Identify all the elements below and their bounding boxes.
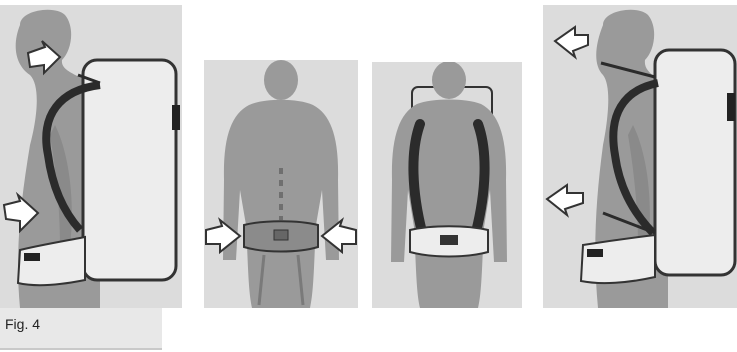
panel-side-view-loose <box>0 5 182 308</box>
panel-side-view-adjusted <box>543 5 737 308</box>
figure-caption: Fig. 4 <box>5 316 40 332</box>
panel-rear-view-hip-belt <box>204 60 358 308</box>
backpack-adjusted-side-view-illustration <box>543 5 737 308</box>
shoulder-straps-rear-view-illustration <box>372 62 522 308</box>
backpack-side-view-illustration <box>0 5 182 308</box>
hip-belt-rear-view-illustration <box>204 60 358 308</box>
panel-rear-view-shoulder-straps <box>372 62 522 308</box>
figure-caption-box: Fig. 4 <box>0 308 162 350</box>
